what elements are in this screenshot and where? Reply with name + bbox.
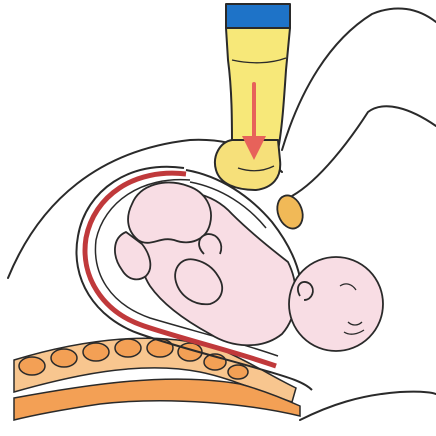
placenta bbox=[273, 192, 307, 232]
vertebra bbox=[51, 349, 77, 367]
vertebra bbox=[19, 357, 45, 375]
fetus-head bbox=[289, 257, 383, 351]
thigh-contour bbox=[282, 8, 436, 150]
vertebra bbox=[228, 365, 248, 379]
buttock-contour bbox=[300, 392, 436, 420]
fetus bbox=[115, 183, 383, 351]
fetus-legs bbox=[128, 183, 211, 243]
vertebra bbox=[115, 339, 141, 357]
thigh-lower-contour bbox=[292, 106, 436, 196]
maternal-spine bbox=[14, 338, 300, 420]
arm-sleeve bbox=[226, 28, 290, 150]
vertebra bbox=[147, 339, 173, 357]
vertebra bbox=[83, 343, 109, 361]
hand bbox=[215, 140, 280, 190]
arm-cuff bbox=[226, 4, 290, 28]
